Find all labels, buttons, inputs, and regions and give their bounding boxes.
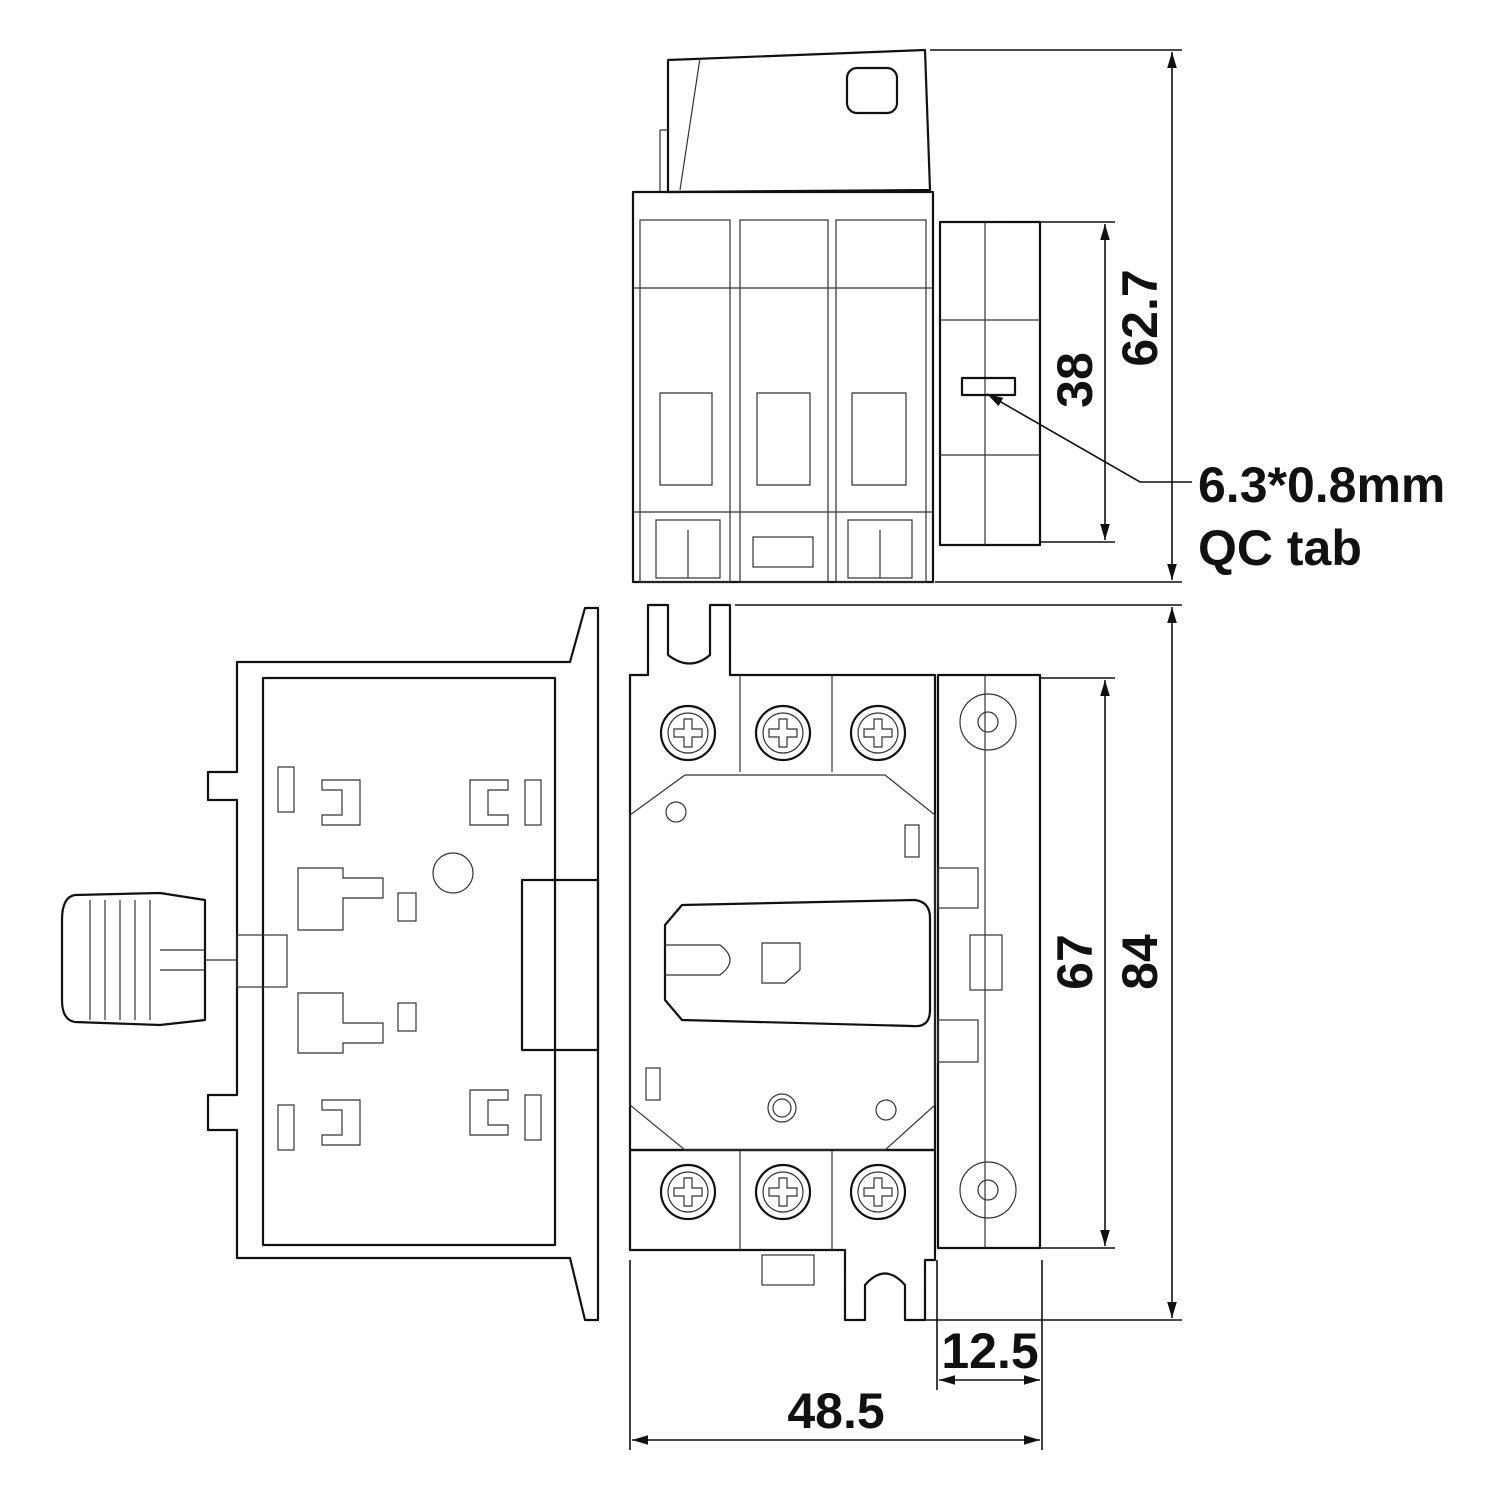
side-knob	[60, 891, 207, 1027]
dim-38: 38	[1047, 352, 1103, 408]
dim-48-5: 48.5	[787, 1383, 884, 1439]
front-view	[628, 603, 1042, 1322]
rotary-handle-top	[666, 48, 932, 194]
dim-84: 84	[1112, 934, 1168, 990]
front-handle	[663, 898, 932, 1028]
qc-tab-size-label: 6.3*0.8mm	[1198, 457, 1445, 513]
qc-tab	[960, 376, 1017, 397]
front-body-top	[628, 603, 937, 1152]
handle-window	[845, 66, 899, 115]
side-body	[206, 606, 600, 1322]
switch-body-top	[631, 190, 935, 584]
side-plate	[261, 676, 557, 1247]
front-dimensions: 84 67 12.5 48.5	[629, 604, 1182, 1450]
dim-12-5: 12.5	[941, 1323, 1038, 1379]
front-body-bottom	[628, 1148, 937, 1322]
dim-67: 67	[1047, 934, 1103, 990]
top-dimensions: 62.7 38 6.3*0.8mm QC tab	[930, 49, 1445, 583]
top-view	[631, 48, 1042, 584]
dim-62-7: 62.7	[1112, 269, 1168, 366]
side-view	[60, 606, 600, 1322]
aux-contact-front	[936, 673, 1042, 1250]
aux-contact-top	[938, 220, 1042, 547]
qc-tab-label: QC tab	[1198, 520, 1362, 576]
